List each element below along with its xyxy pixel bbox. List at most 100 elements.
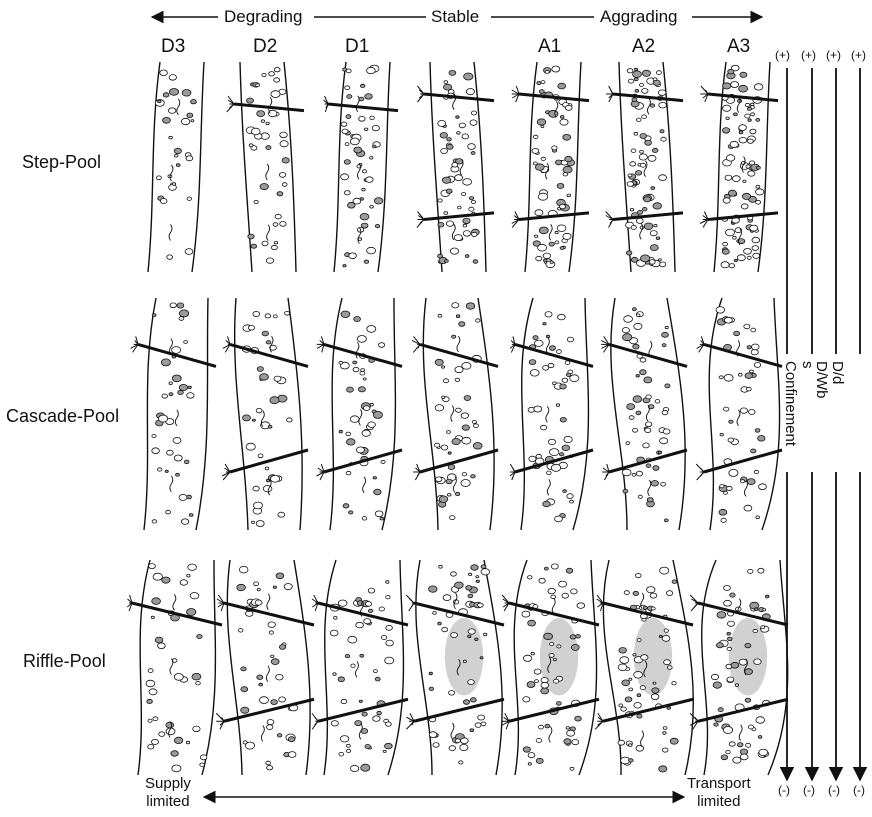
sediment-clast: [288, 752, 296, 758]
sediment-clast: [652, 688, 659, 693]
sediment-clast: [152, 520, 157, 523]
sediment-clast: [192, 673, 201, 680]
sediment-clast: [454, 235, 462, 241]
footer-transport-line1: Transport: [687, 775, 751, 793]
sediment-clast: [433, 612, 437, 615]
sediment-clast: [626, 442, 630, 445]
sediment-clast: [535, 235, 538, 237]
sediment-clast: [152, 739, 159, 744]
sediment-clast: [523, 747, 530, 752]
sediment-clast: [733, 236, 737, 239]
sediment-clast: [666, 591, 672, 596]
sediment-clast: [570, 635, 576, 639]
sediment-clast: [662, 410, 668, 414]
sediment-clast: [642, 70, 650, 76]
sediment-clast: [635, 89, 639, 92]
sediment-clast: [745, 669, 753, 675]
sediment-clast: [650, 593, 657, 598]
sediment-clast: [280, 141, 288, 147]
sediment-clast: [745, 103, 750, 106]
channel-right-bank: [378, 62, 390, 272]
sediment-clast: [268, 425, 272, 428]
sediment-clast: [449, 691, 455, 696]
sediment-clast: [726, 229, 735, 236]
sediment-clast: [254, 502, 263, 509]
sediment-clast: [358, 387, 365, 392]
sediment-clast: [751, 449, 756, 453]
sediment-clast: [655, 400, 660, 404]
sediment-clast: [730, 593, 735, 597]
sediment-clast: [182, 90, 191, 97]
sediment-clast: [730, 141, 738, 147]
sediment-clast: [634, 672, 643, 679]
sediment-clast: [567, 494, 573, 499]
sediment-clast: [731, 82, 739, 88]
sediment-clast: [473, 424, 478, 428]
sediment-clast: [471, 200, 475, 203]
sediment-clast: [256, 521, 264, 527]
sediment-clast: [159, 732, 165, 737]
sediment-clast: [148, 719, 152, 722]
sediment-clast: [711, 674, 718, 679]
sediment-clast: [634, 68, 637, 70]
root-wad: [325, 104, 328, 112]
root-wad: [597, 595, 603, 603]
sediment-clast: [188, 564, 197, 570]
sediment-clast: [270, 397, 279, 404]
sediment-clast: [241, 687, 248, 692]
sediment-clast: [727, 632, 731, 635]
sediment-clast: [172, 183, 176, 186]
sediment-clast: [254, 200, 258, 203]
sediment-clast: [564, 436, 572, 442]
wood-log: [704, 450, 782, 472]
sediment-clast: [174, 674, 183, 681]
sediment-clast: [245, 742, 254, 749]
flow-line: [451, 723, 454, 739]
sediment-clast: [345, 86, 350, 90]
flow-line: [547, 479, 550, 495]
channel-right-bank: [762, 298, 780, 530]
wood-log: [509, 699, 599, 721]
sediment-clast: [248, 325, 254, 330]
sediment-clast: [629, 688, 633, 691]
sediment-clast: [754, 84, 763, 90]
sediment-clast: [461, 480, 470, 487]
sediment-clast: [188, 386, 191, 389]
sediment-clast: [717, 612, 726, 619]
column-label-a3: A3: [727, 36, 750, 58]
sediment-clast: [739, 131, 743, 134]
sediment-clast: [159, 415, 168, 422]
sediment-clast: [349, 253, 357, 259]
sediment-clast: [370, 206, 374, 209]
minus-label-2: (-): [803, 783, 815, 797]
sediment-clast: [447, 431, 451, 434]
sediment-clast: [665, 384, 670, 388]
sediment-clast: [752, 237, 760, 243]
sediment-clast: [455, 492, 459, 495]
sediment-clast: [456, 116, 459, 119]
sediment-clast: [169, 393, 173, 396]
sediment-clast: [473, 443, 482, 450]
sediment-clast: [444, 81, 448, 84]
sediment-clast: [165, 470, 168, 472]
sediment-clast: [618, 740, 625, 745]
sediment-clast: [338, 677, 344, 682]
sediment-clast: [267, 725, 273, 730]
sediment-clast: [365, 745, 370, 749]
sediment-clast: [541, 125, 544, 127]
channel-right-bank: [579, 560, 597, 775]
sediment-clast: [350, 765, 358, 771]
sediment-clast: [640, 150, 644, 153]
sediment-clast: [385, 743, 393, 749]
sediment-clast: [152, 314, 156, 317]
sediment-clast: [756, 717, 765, 724]
sediment-clast: [452, 163, 458, 168]
sediment-clast: [359, 116, 365, 121]
sediment-clast: [740, 408, 747, 413]
sediment-clast: [734, 113, 738, 116]
sediment-clast: [531, 652, 534, 655]
sediment-clast: [543, 323, 546, 325]
sediment-clast: [750, 129, 756, 134]
sediment-clast: [339, 752, 344, 756]
sediment-clast: [257, 111, 265, 117]
